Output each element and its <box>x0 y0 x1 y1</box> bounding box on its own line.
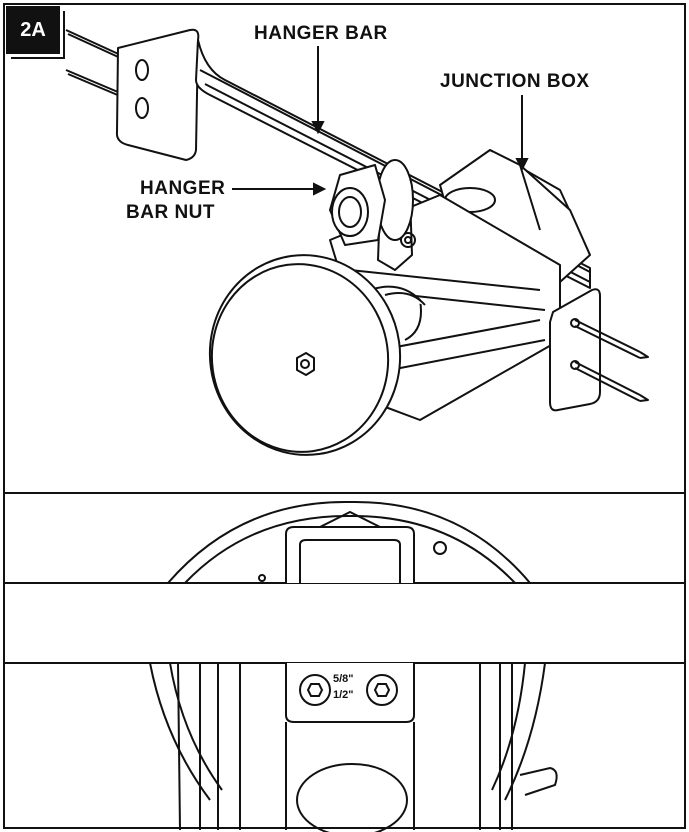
size-marking-large: 5/8" <box>333 673 354 685</box>
right-nails <box>570 318 649 402</box>
closeup-nut-top <box>167 500 531 584</box>
hanger-bar-nut-label-line1: HANGER <box>140 178 226 199</box>
figure-frame <box>3 3 686 829</box>
step-badge: 2A <box>6 6 60 54</box>
hanger-bar-nut-label-line2: BAR NUT <box>126 202 215 223</box>
knockout-hole <box>296 763 408 832</box>
hex-screw-small <box>366 674 398 706</box>
right-mounting-plate <box>549 288 601 412</box>
fixture-illustration <box>65 28 649 456</box>
leader-lines <box>232 46 529 196</box>
size-marking-small: 1/2" <box>333 689 354 701</box>
mounting-tab <box>285 663 415 723</box>
plate-hole-upper <box>135 59 149 81</box>
plate-hole-lower <box>135 97 149 119</box>
trim-disc <box>208 254 402 456</box>
junction-box-label: JUNCTION BOX <box>440 71 590 92</box>
closeup-bracket <box>149 662 558 832</box>
hanger-bar-label: HANGER BAR <box>254 23 388 44</box>
closeup-nut <box>285 526 415 583</box>
hanger-bar-nut <box>329 159 414 246</box>
hex-screw-large <box>299 674 331 706</box>
left-mounting-plate <box>115 28 200 161</box>
